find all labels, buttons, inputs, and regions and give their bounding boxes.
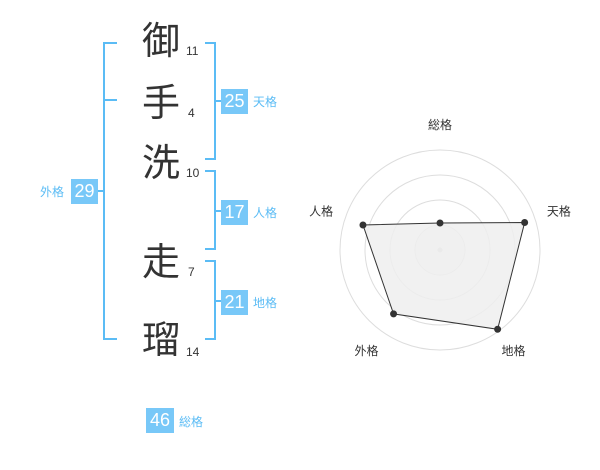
stroke-count-3: 10: [186, 166, 200, 180]
radar-point-2: [494, 325, 502, 333]
jinkaku-label: 人格: [253, 206, 278, 220]
soukaku-label: 総格: [179, 415, 204, 429]
chikaku-label: 地格: [253, 296, 278, 310]
gaikaku-label: 外格: [40, 185, 65, 199]
chikaku-bracket: [205, 260, 216, 340]
radar-points: [359, 218, 529, 333]
radar-data-polygon: [362, 221, 526, 330]
jinkaku-value: 17: [221, 200, 248, 225]
tenkaku-connector: [216, 100, 222, 102]
name-char-3: 洗: [142, 141, 181, 185]
tenkaku-label: 天格: [253, 95, 278, 109]
chikaku-value: 21: [221, 290, 248, 315]
tenkaku-value: 25: [221, 89, 248, 114]
jinkaku-bracket: [205, 170, 216, 250]
gaikaku-bracket-tick: [103, 99, 117, 101]
radar-axis-label-1: 天格: [547, 203, 571, 218]
radar-point-3: [390, 310, 398, 318]
stroke-count-4: 7: [188, 265, 195, 279]
name-char-2: 手: [142, 81, 181, 125]
name-char-5: 瑠: [142, 318, 181, 362]
radar-axis-label-3: 外格: [355, 343, 379, 358]
radar-point-1: [521, 218, 529, 226]
soukaku-value: 46: [146, 408, 174, 433]
radar-point-0: [436, 219, 444, 227]
stroke-count-1: 11: [186, 44, 199, 58]
stroke-count-5: 14: [186, 345, 200, 359]
tenkaku-bracket: [205, 42, 216, 160]
radar-axis-label-0: 総格: [428, 117, 452, 132]
radar-grid-ring-4: [339, 149, 541, 351]
name-char-1: 御: [142, 19, 181, 63]
stroke-count-2: 4: [188, 106, 195, 120]
name-char-4: 走: [142, 240, 181, 284]
gaikaku-value: 29: [71, 179, 98, 204]
gaikaku-bracket: [103, 42, 117, 340]
chikaku-connector: [216, 300, 222, 302]
gaikaku-connector: [95, 190, 103, 192]
jinkaku-connector: [216, 210, 222, 212]
radar-axis-label-4: 人格: [309, 203, 333, 218]
radar-axis-label-2: 地格: [501, 343, 525, 358]
radar-point-4: [359, 221, 367, 229]
